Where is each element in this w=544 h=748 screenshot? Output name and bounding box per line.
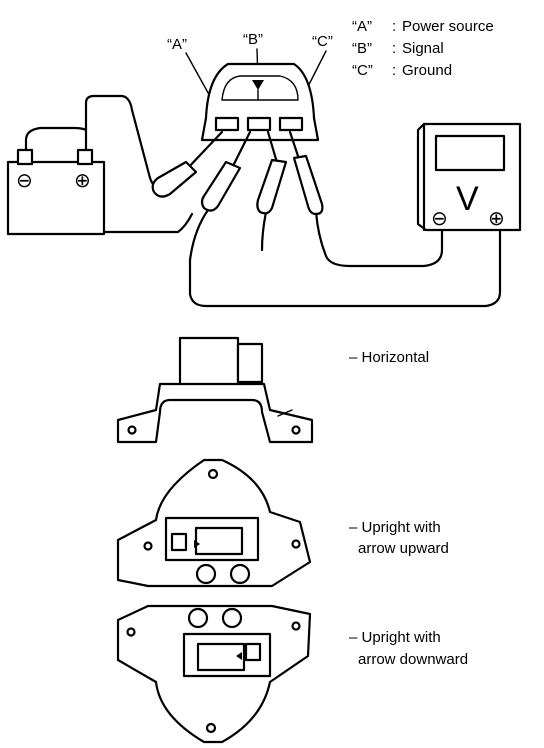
pin-legend: “A” : Power source “B” : Signal “C” : Gr… [352,18,494,79]
pin-a-socket [214,116,240,132]
pin-label-a: “A” [167,36,187,53]
horizontal-bracket [116,382,314,444]
legend-value-a: Power source [402,18,494,35]
pin-b-socket [246,116,272,132]
voltmeter-display [434,134,506,172]
legend-sep-b: : [392,40,396,57]
legend-value-b: Signal [402,40,444,57]
probe-a-handle [151,160,198,198]
sensor-upright-arrow-down [116,604,312,744]
battery: ⊖ ⊕ [6,148,106,236]
wire-signal-to-meter-positive [188,208,502,308]
connector-window [221,75,299,101]
label-upright-down-line2: arrow downward [358,651,468,668]
battery-minus-symbol: ⊖ [16,170,33,192]
battery-negative-terminal [16,148,34,166]
probe-c [288,130,324,216]
probe-b-left [200,130,252,212]
legend-key-a: “A” [352,18,372,35]
legend-key-b: “B” [352,40,372,57]
voltmeter: V ⊖ ⊕ [416,122,522,232]
legend-sep-a: : [392,18,396,35]
horizontal-sensor-body [178,336,240,388]
legend-key-c: “C” [352,62,373,79]
wire-ground-to-meter-negative [314,210,444,268]
voltmeter-minus-terminal: ⊖ [431,208,448,230]
battery-positive-terminal [76,148,94,166]
label-upright-up-line2: arrow upward [358,540,449,557]
test-probes [151,130,324,216]
probe-b-left-handle [200,160,242,212]
pin-label-b: “B” [243,31,263,48]
label-upright-down-line1: – Upright with [349,629,441,646]
legend-value-c: Ground [402,62,452,79]
horizontal-sensor-plug [236,342,264,384]
wire-battery-negative-loop [24,126,88,152]
probe-a [151,130,224,198]
battery-body [6,160,106,236]
probe-b-right-handle [256,158,288,215]
arrow-down-marker [236,652,242,660]
voltmeter-plus-terminal: ⊕ [488,208,505,230]
probe-c-handle [292,154,324,216]
battery-plus-symbol: ⊕ [74,170,91,192]
sensor-horizontal [116,336,314,444]
connector-key-notch [252,80,264,90]
voltmeter-symbol: V [456,180,479,218]
wire-probe-b-tail [260,210,268,252]
arrow-up-marker [194,540,200,548]
sensor-upright-arrow-up [116,458,312,588]
pin-c-socket [278,116,304,132]
label-upright-up-line1: – Upright with [349,519,441,536]
wire-battery-to-probe-b [102,212,194,234]
sensor-connector [200,62,320,142]
probe-b-right [256,130,288,215]
label-horizontal: – Horizontal [349,349,429,366]
pin-label-c: “C” [312,33,333,50]
legend-sep-c: : [392,62,396,79]
